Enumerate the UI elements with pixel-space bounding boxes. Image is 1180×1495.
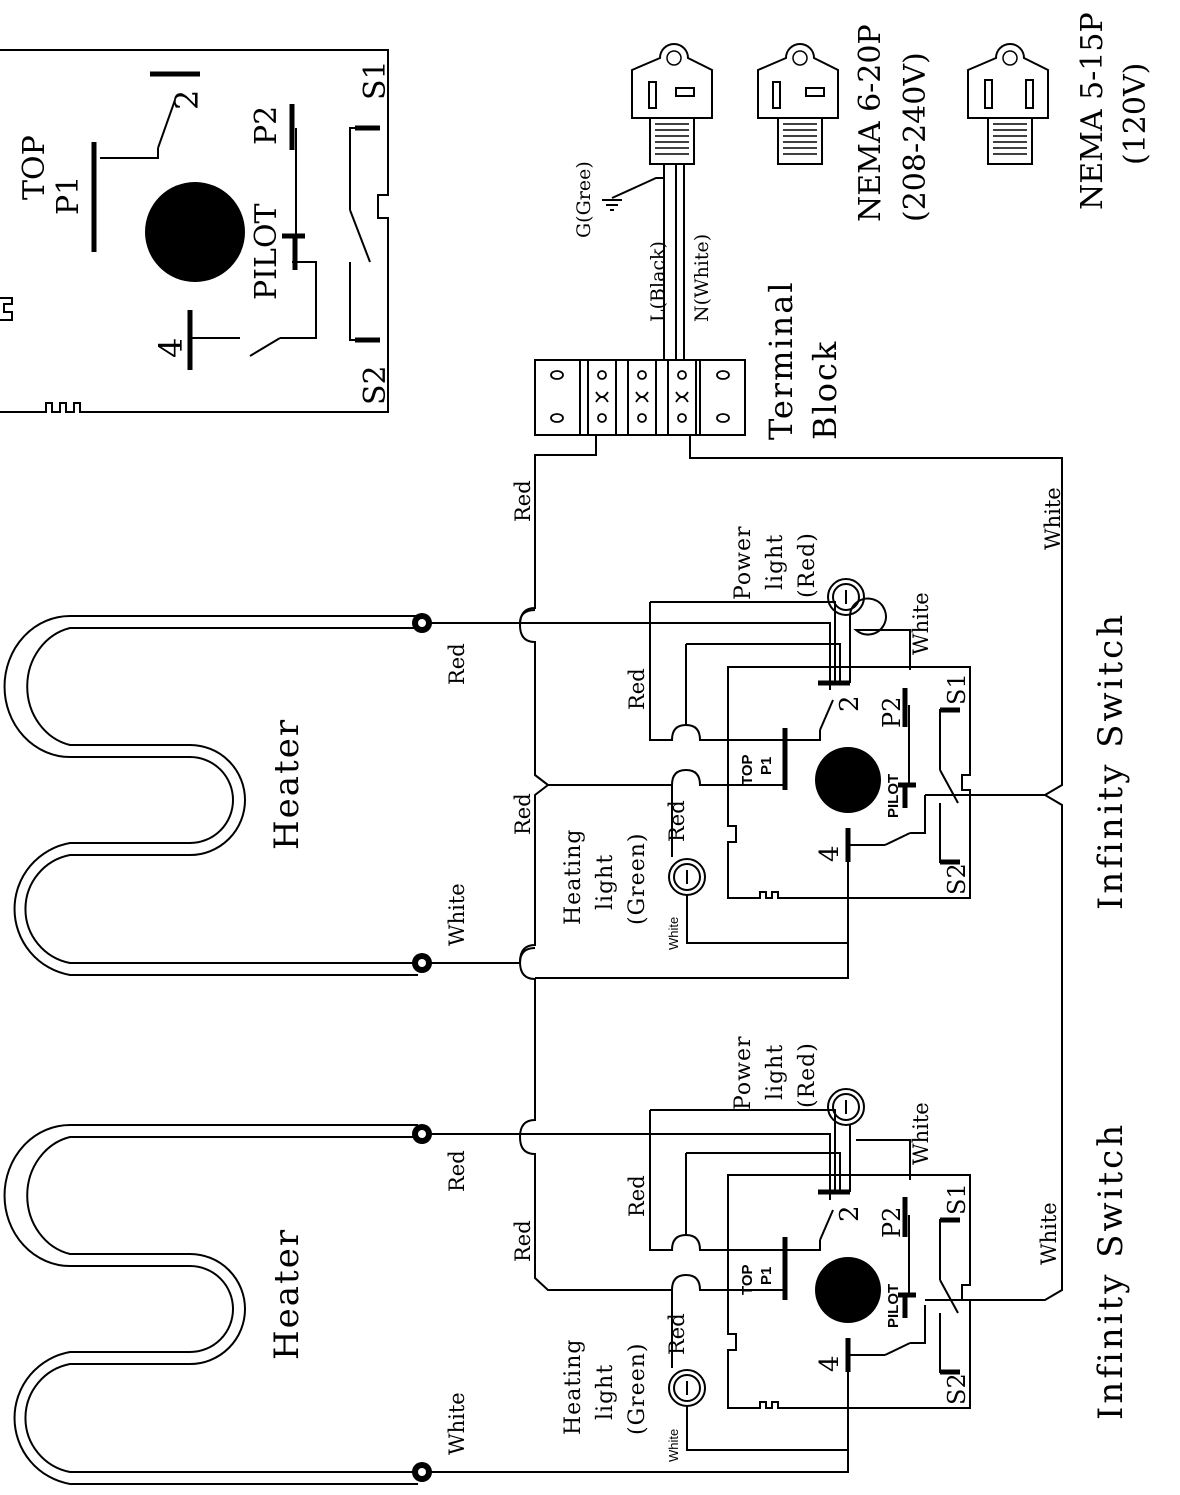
wire-label-red: Red — [665, 1313, 689, 1355]
wire-label-white: White — [909, 1102, 933, 1165]
plug-cord — [602, 43, 713, 360]
plug-nema-6-20p — [757, 43, 839, 165]
switch-detail-top-label: TOP — [17, 135, 52, 200]
heater-1-label: Heater — [267, 718, 307, 850]
heating-light-1-label-3: (Green) — [625, 833, 650, 925]
power-light-1-label-3: (Red) — [795, 532, 820, 598]
terminal-block-label-1: Terminal — [762, 280, 800, 440]
power-light-1-label-1: Power — [731, 525, 756, 600]
nema-6-20p-voltage: (208-240V) — [898, 52, 933, 222]
wire-label-red: Red — [511, 1220, 535, 1262]
infinity-switch-2-2-label: 2 — [835, 1205, 865, 1222]
heater-2 — [3, 1124, 432, 1485]
heating-light-2-label-1: Heating — [561, 1339, 586, 1435]
wire-label-red: Red — [625, 668, 649, 710]
nema-5-15p-voltage: (120V) — [1118, 63, 1153, 165]
infinity-switch-1-s1-label: S1 — [943, 673, 971, 705]
power-light-2-label-1: Power — [731, 1035, 756, 1110]
infinity-switch-1-label: Infinity Switch — [1091, 612, 1131, 910]
infinity-switch-1-4-label: 4 — [815, 845, 845, 862]
wire-label-white: White — [666, 1429, 681, 1462]
terminal-block-label-2: Block — [806, 340, 844, 440]
wire-label-white: White — [1037, 1202, 1061, 1265]
nema-6-20p-label: NEMA 6-20P — [853, 24, 888, 222]
infinity-switch-1-p2-label: P2 — [878, 697, 906, 728]
infinity-switch-2-p1-label: P1 — [758, 1267, 775, 1285]
infinity-switch-2-knob — [815, 1257, 881, 1323]
wire-label-white: White — [1041, 487, 1065, 550]
infinity-switch-2-s2-label: S2 — [943, 1373, 971, 1405]
switch-detail-2-label: 2 — [168, 90, 206, 110]
heating-light-2-label-2: light — [593, 1364, 618, 1420]
power-light-2-label-2: light — [763, 1044, 788, 1100]
infinity-switch-1-s2-label: S2 — [943, 863, 971, 895]
heater-2-label: Heater — [267, 1228, 307, 1360]
wire-label-red: Red — [511, 793, 535, 835]
heater-1 — [3, 613, 432, 976]
nema-5-15p-label: NEMA 5-15P — [1075, 12, 1110, 210]
wire-label-red: Red — [625, 1175, 649, 1217]
terminal-block — [534, 359, 746, 436]
cord-ground-label: G(Gree) — [573, 161, 595, 238]
infinity-switch-1-top-label: TOP — [739, 754, 756, 785]
wire-label-red: Red — [511, 480, 535, 522]
plug-nema-5-15p — [967, 43, 1049, 165]
infinity-switch-2-top-label: TOP — [739, 1264, 756, 1295]
wire-label-red: Red — [665, 800, 689, 842]
infinity-switch-2-4-label: 4 — [815, 1355, 845, 1372]
infinity-switch-1 — [430, 578, 971, 979]
switch-detail-knob — [145, 182, 245, 282]
switch-detail-s2-label: S2 — [358, 365, 393, 405]
switch-detail-4-label: 4 — [152, 338, 190, 358]
heating-light-1-label-1: Heating — [561, 829, 586, 925]
infinity-switch-1-p1-label: P1 — [758, 757, 775, 775]
wire-label-red: Red — [445, 1150, 469, 1192]
infinity-switch-1-2-label: 2 — [835, 695, 865, 712]
switch-detail-p2-label: P2 — [249, 106, 284, 145]
infinity-switch-2-s1-label: S1 — [943, 1183, 971, 1215]
infinity-switch-2-pilot-label: PILOT — [885, 1284, 902, 1328]
wire-label-red: Red — [445, 643, 469, 685]
switch-detail-p1-label: P1 — [51, 176, 86, 215]
wire-label-white: White — [666, 917, 681, 950]
switch-detail-pilot-label: PILOT — [249, 203, 284, 300]
infinity-switch-2 — [430, 1088, 971, 1473]
infinity-switch-2-p2-label: P2 — [878, 1207, 906, 1238]
heating-light-2-label-3: (Green) — [625, 1343, 650, 1435]
heating-light-1-label-2: light — [593, 854, 618, 910]
power-light-1-label-2: light — [763, 534, 788, 590]
infinity-switch-1-pilot-label: PILOT — [885, 774, 902, 818]
wire-label-white: White — [909, 592, 933, 655]
switch-detail: TOP P1 2 P2 S1 PILOT 4 S2 — [0, 49, 393, 413]
power-light-2-label-3: (Red) — [795, 1042, 820, 1108]
infinity-switch-1-knob — [815, 747, 881, 813]
cord-neutral-label: N(White) — [691, 234, 713, 322]
cord-line-label: L(Black) — [647, 241, 669, 322]
wire-label-white: White — [445, 883, 469, 946]
wire-label-white: White — [445, 1392, 469, 1455]
switch-detail-s1-label: S1 — [358, 60, 393, 100]
infinity-switch-2-label: Infinity Switch — [1091, 1122, 1131, 1420]
